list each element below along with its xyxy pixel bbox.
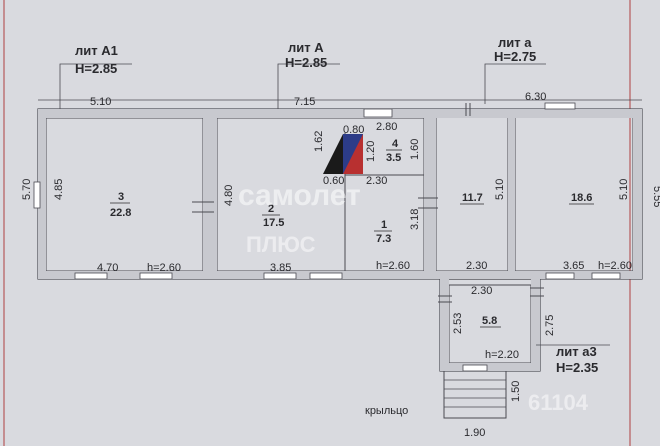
room-6-area: 18.6 (571, 192, 592, 204)
dim-top-510: 5.10 (90, 96, 111, 108)
porch-label: крыльцо (365, 405, 408, 417)
lit-a1-height: Н=2.85 (75, 61, 117, 76)
dim-r7-253: 2.53 (452, 313, 464, 334)
lit-a-small-label: лит а (498, 35, 532, 50)
watermark-sub: ПЛЮС (246, 232, 316, 257)
dim-left-570: 5.70 (21, 179, 33, 200)
room-1-number: 1 (381, 219, 387, 231)
dim-porch-150: 1.50 (510, 381, 522, 402)
room-5-area: 11.7 (462, 192, 483, 204)
dim-r4-280: 2.80 (376, 121, 397, 133)
watermark-brand: самолет (238, 179, 361, 212)
room-4-number: 4 (392, 138, 399, 150)
room-2-area: 17.5 (263, 217, 284, 229)
dim-r4-120: 1.20 (365, 141, 377, 162)
dim-r3-h: h=2.60 (147, 262, 181, 274)
dim-r4-162: 1.62 (313, 131, 325, 152)
dim-r6-365: 3.65 (563, 260, 584, 272)
dim-r4-060: 0.60 (323, 175, 344, 187)
dim-top-715: 7.15 (294, 96, 315, 108)
room-7-area: 5.8 (482, 315, 497, 327)
windows (33, 102, 621, 372)
dim-r5-510: 5.10 (494, 179, 506, 200)
dim-r4-160: 1.60 (409, 139, 421, 160)
room-1-area: 7.3 (376, 233, 391, 245)
dim-r3-485: 4.85 (53, 179, 65, 200)
room-3-area: 22.8 (110, 207, 131, 219)
dim-r6-510: 5.10 (618, 179, 630, 200)
leader-lines (38, 63, 642, 346)
lit-a-height: Н=2.85 (285, 55, 327, 70)
dim-porch-190: 1.90 (464, 427, 485, 439)
room-4-area: 3.5 (386, 152, 401, 164)
dim-r1-230: 2.30 (366, 175, 387, 187)
dim-top-630: 6.30 (525, 91, 546, 103)
lit-a-label: лит А (288, 40, 324, 55)
lit-a3-height: Н=2.35 (556, 360, 598, 375)
lit-a-small-height: Н=2.75 (494, 49, 536, 64)
stairs-accent (343, 134, 363, 174)
lit-a3-label: лит а3 (556, 344, 597, 359)
dim-r7-h: h=2.20 (485, 349, 519, 361)
dim-r2-480: 4.80 (223, 185, 235, 206)
doors (192, 103, 544, 303)
stove-shape (323, 134, 343, 174)
dim-right-555: 5.55 (651, 186, 660, 207)
dim-r2-385: 3.85 (270, 262, 291, 274)
lit-a1-label: лит А1 (75, 43, 118, 58)
room-2-number: 2 (268, 203, 274, 215)
dim-r7-275: 2.75 (544, 315, 556, 336)
room-3-number: 3 (118, 191, 124, 203)
dim-r1-h: h=2.60 (376, 260, 410, 272)
dim-r5-230: 2.30 (466, 260, 487, 272)
watermark-id: 61104 (528, 390, 589, 415)
dim-r6-h: h=2.60 (598, 260, 632, 272)
dim-r3-470: 4.70 (97, 262, 118, 274)
dim-r4-080: 0.80 (343, 124, 364, 136)
dim-r1-318: 3.18 (409, 209, 421, 230)
dim-r7-230: 2.30 (471, 285, 492, 297)
